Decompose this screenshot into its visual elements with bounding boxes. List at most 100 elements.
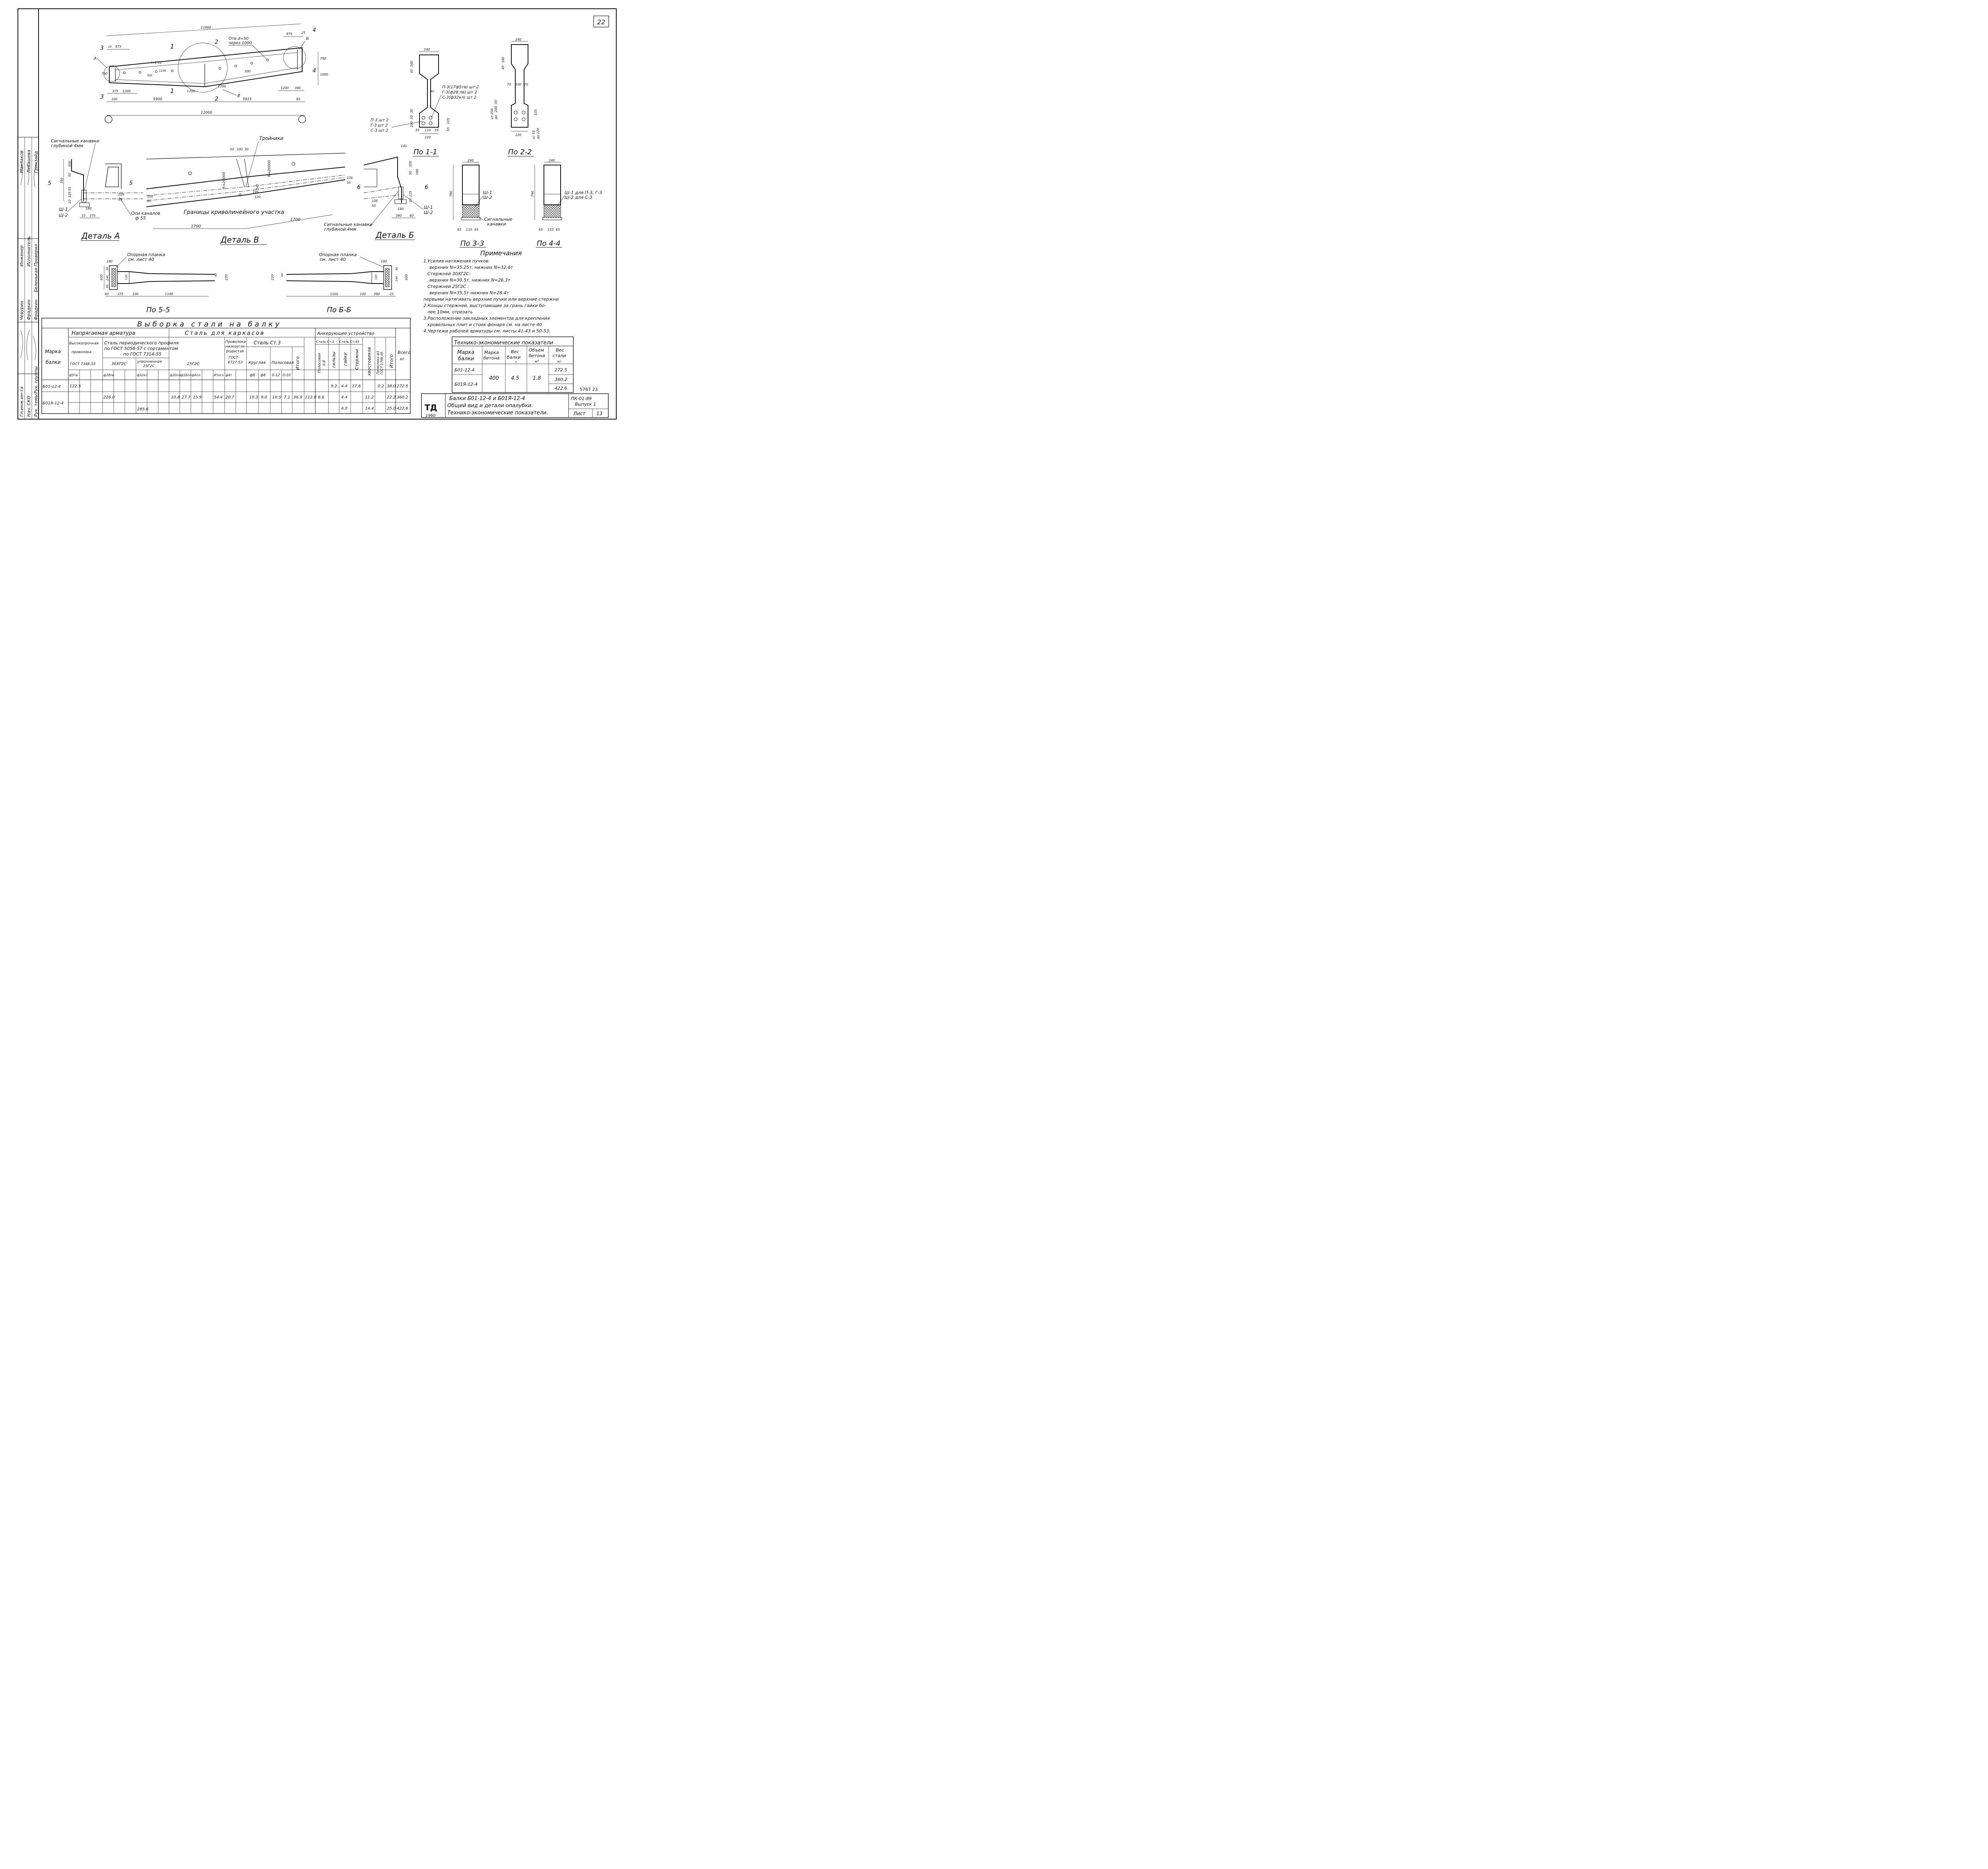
row3-cell-nuts: 4.0 (341, 406, 348, 411)
da-axes-2: ф 55 (135, 216, 146, 221)
section-1-1: 240 40 160 80 30 200 30 105 55 55 110 55… (371, 48, 479, 157)
stamp-role-2: Нач. СКО (26, 396, 31, 417)
sub-f4t: ф4т (225, 373, 232, 377)
section-2-2: 240 40 160 70 100 70 30 240 от 200 до 10… (490, 38, 540, 157)
da-sh2: Ш-2 (59, 213, 68, 218)
da-dim-105: 105 (68, 192, 72, 198)
dim-5915: 5915 (243, 97, 252, 101)
dim-1700-a: 1700 (187, 89, 195, 93)
stamp-name-4: Беленькая (33, 268, 39, 292)
section-mark-1-top: 1 (170, 43, 174, 50)
title-line-2: Общий вид и детали опалубки. (447, 403, 533, 409)
h-wire-gost: ГОСТ 7348-55 (70, 362, 96, 366)
title-line-3: Технико-экономические показатели. (447, 410, 548, 416)
elevation-holes (123, 59, 269, 74)
sub-f18pl: ф18пл (181, 373, 191, 377)
p66-dim-1100: 1100 (330, 292, 338, 296)
note-line-12: 4.Чертежи рабочей арматуры см. листы 41-… (423, 328, 550, 334)
s33-dim-top: 240 (468, 159, 474, 162)
row3-cell-f32kl: 285.6 (137, 407, 149, 412)
dv-dim-1700a: 1700 (191, 224, 201, 229)
s22-dim-to120: до 120 (536, 128, 540, 140)
h-wire-2: проволока (72, 350, 91, 354)
tech-steel-3: 422.6 (555, 386, 567, 391)
note-line-8: 2.Концы стержней, выступающие за грань г… (423, 303, 546, 308)
row1-cell-sleeves: 9.2 (331, 384, 337, 389)
row2-cell-strip8: 6.6 (318, 395, 324, 400)
da-signal-1: Сигнальные канавки (51, 138, 99, 144)
s22-dim-from55: от 55 (532, 130, 536, 139)
detail-b-marker (283, 46, 306, 69)
note-line-7: первыми натягивать верхние пучки или вер… (423, 297, 559, 302)
p55-dim-80c: 80 (214, 273, 217, 277)
plan-5-5: 180 400 80 240 80 120 80 220 40 375 100 … (100, 252, 228, 314)
h-periodic-2: по ГОСТ 5058-57 с сортаментом (104, 346, 178, 351)
da-dim-105r: 105 (118, 193, 124, 196)
row1-cell-wire: 0.2 (378, 384, 384, 389)
notes-title: Примечания (480, 249, 522, 257)
dv-dim-105m: 105 (252, 190, 258, 194)
group-frames: Сталь для каркасов (185, 330, 265, 336)
s33-dim-h: 790 (449, 191, 453, 197)
row2-cell-d10: 7.1 (284, 395, 290, 400)
group-prestressed: Напрягаемая арматура (72, 330, 135, 336)
h-wire-gost2-1: Проволока ф1 (376, 351, 380, 375)
row2-cell-total: 54.4 (214, 395, 223, 400)
signature-marks-upper (20, 161, 37, 187)
p66-title: По Б-Б (327, 306, 351, 314)
title-line-1: Балки Б01-12-4 и Б01Я-12-4 (449, 396, 525, 402)
group-anchor: Анкерующее устройство (317, 331, 375, 336)
dim-12000: 12000 (201, 111, 212, 115)
detail-v-marker (178, 43, 228, 93)
sub-f6pl: ф6пл (192, 373, 200, 377)
p55-dim-100: 100 (132, 292, 138, 296)
s22-dim-to: до (494, 115, 498, 120)
h-strip8-1: Полосовая (318, 353, 322, 373)
sub-f32kl: ф32кл (137, 373, 148, 377)
s11-dim-40: 40 (410, 69, 414, 73)
tech-steel-1: 272.5 (555, 367, 567, 373)
h-total: Итого (295, 356, 300, 370)
row2-cell-tails: 11.2 (365, 395, 374, 400)
da-dim-15: 15 (82, 214, 85, 218)
da-sh1: Ш-1 (59, 207, 68, 212)
p55-dim-400: 400 (100, 274, 103, 280)
row2-cell-f18pl: 27.7 (182, 395, 191, 400)
stamp-name-5: Маклаков (19, 150, 24, 173)
s11-dim-160: 160 (410, 61, 414, 67)
dv-title: Деталь В (220, 235, 259, 245)
dim-875: 875 (286, 32, 292, 36)
db-sh2: Ш-2 (424, 210, 433, 215)
tech-h-volume-3: м³ (535, 360, 539, 364)
p55-plate-2: см. лист 40 (128, 257, 154, 262)
da-signal-2: глубиной 4мм (51, 143, 83, 148)
steel-table-title: Выборка стали на балку (137, 320, 282, 328)
da-title: Деталь А (81, 231, 120, 241)
row2-cell-f20pl: 10.8 (171, 395, 180, 400)
tech-steel-2: 360.2 (555, 377, 567, 382)
s11-left-note-2: Г-3 шт 2 (371, 123, 388, 128)
p55-title: По 5-5 (146, 306, 170, 314)
h-total2: Итого (389, 354, 394, 368)
s22-dim-240: 240 (494, 106, 498, 112)
s22-dim-70a: 70 (507, 83, 511, 86)
s22-dim-160: 160 (501, 57, 505, 63)
row2-cell-total2: 22.2 (387, 395, 396, 400)
h-st45: Сталь Ст.45 (339, 340, 359, 344)
h-strip8-2: δ:8 (322, 360, 326, 366)
row1-cell-f5tv: 122.5 (70, 384, 81, 389)
h-wire-1: Высокопрочная (69, 342, 99, 346)
dim-right-25: 25 (301, 31, 305, 35)
sheet-number: 22 (597, 18, 605, 26)
h-nuts: гайки (343, 353, 348, 366)
sub-d10: δ:10 (283, 373, 291, 377)
dim-100: 100 (111, 97, 117, 101)
p55-plate-1: Опорная планка (127, 252, 165, 257)
stamp-name-7: Гринзайд (33, 151, 39, 173)
s11-dim-bottom: 220 (425, 136, 431, 139)
row2-cell-grand: 360.2 (397, 395, 408, 400)
db-dim-390: 390 (396, 214, 402, 218)
detail-b: 140 300 50 790 105 55 125 10 180 390 60 … (324, 144, 433, 240)
db-dim-180: 180 (398, 207, 404, 211)
s22-dim-70b: 70 (524, 83, 528, 86)
